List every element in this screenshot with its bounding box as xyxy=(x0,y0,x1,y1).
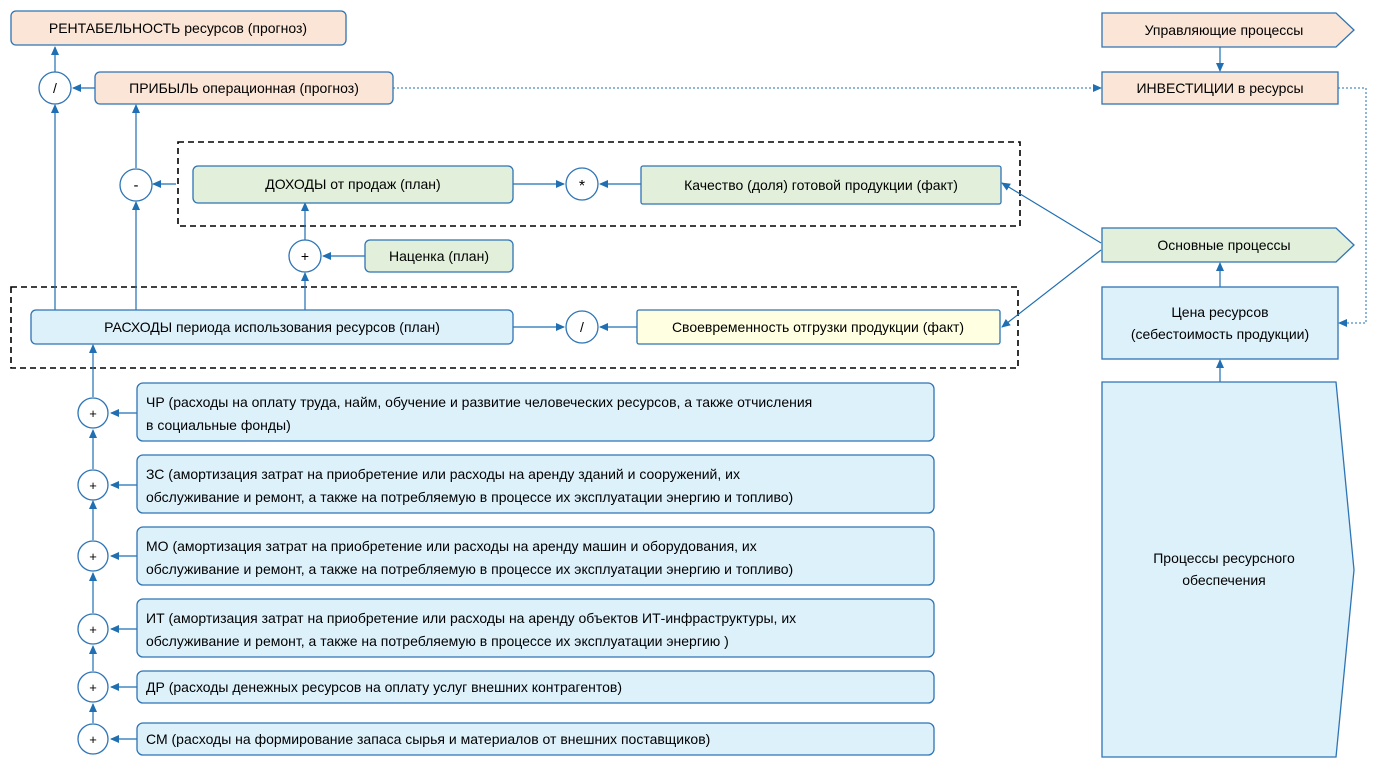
support-processes-node: Процессы ресурсного обеспечения xyxy=(1101,381,1355,758)
expense-item-equipment: МО (амортизация затрат на приобретение и… xyxy=(136,526,935,586)
svg-text:Качество (доля) готовой продук: Качество (доля) готовой продукции (факт) xyxy=(684,177,958,193)
expenses-group-frame xyxy=(10,286,1019,369)
divide-operator-expenses: / xyxy=(565,310,599,344)
svg-text:Своевременность отгрузки проду: Своевременность отгрузки продукции (факт… xyxy=(672,319,964,335)
expenses-node: РАСХОДЫ периода использования ресурсов (… xyxy=(30,309,514,345)
svg-text:МО (амортизация затрат на прио: МО (амортизация затрат на приобретение и… xyxy=(146,538,757,554)
multiply-operator: * xyxy=(565,167,599,201)
svg-text:СМ (расходы на формирование за: СМ (расходы на формирование запаса сырья… xyxy=(146,731,710,747)
svg-text:+: + xyxy=(89,732,97,747)
svg-text:в социальные фонды): в социальные фонды) xyxy=(146,417,291,433)
svg-text:РЕНТАБЕЛЬНОСТЬ ресурсов (прогн: РЕНТАБЕЛЬНОСТЬ ресурсов (прогноз) xyxy=(49,20,307,36)
expense-item-hr: ЧР (расходы на оплату труда, найм, обуче… xyxy=(136,382,935,442)
svg-text:+: + xyxy=(301,248,309,264)
divide-operator-top: / xyxy=(38,71,72,105)
svg-text:+: + xyxy=(89,549,97,564)
svg-text:+: + xyxy=(89,622,97,637)
plus-operator-markup: + xyxy=(288,239,322,273)
svg-text:Процессы ресурсного: Процессы ресурсного xyxy=(1153,550,1295,566)
svg-text:Наценка (план): Наценка (план) xyxy=(389,248,489,264)
profit-node: ПРИБЫЛЬ операционная (прогноз) xyxy=(94,71,394,105)
svg-text:Цена ресурсов: Цена ресурсов xyxy=(1171,304,1268,320)
svg-text:-: - xyxy=(134,177,139,194)
expense-item-buildings: ЗС (амортизация затрат на приобретение и… xyxy=(136,454,935,514)
svg-text:обслуживание и ремонт, а также: обслуживание и ремонт, а также на потреб… xyxy=(146,561,793,577)
svg-text:ЗС (амортизация затрат на прио: ЗС (амортизация затрат на приобретение и… xyxy=(146,466,740,482)
svg-text:/: / xyxy=(53,80,57,96)
svg-text:*: * xyxy=(579,178,585,195)
quality-node: Качество (доля) готовой продукции (факт) xyxy=(640,165,1002,205)
markup-node: Наценка (план) xyxy=(364,239,514,273)
core-processes-node: Основные процессы xyxy=(1101,227,1355,263)
timeliness-node: Своевременность отгрузки продукции (факт… xyxy=(636,309,1001,345)
svg-text:обеспечения: обеспечения xyxy=(1182,572,1266,588)
svg-text:ИТ (амортизация затрат на прио: ИТ (амортизация затрат на приобретение и… xyxy=(146,610,796,626)
svg-text:ИНВЕСТИЦИИ в ресурсы: ИНВЕСТИЦИИ в ресурсы xyxy=(1136,80,1303,96)
expense-plus-operators: + + + + + + xyxy=(77,397,109,755)
revenue-node: ДОХОДЫ от продаж (план) xyxy=(192,165,514,204)
resource-price-node: Цена ресурсов (себестоимость продукции) xyxy=(1101,286,1339,360)
connectors xyxy=(51,46,1367,743)
minus-operator: - xyxy=(119,168,153,202)
management-processes-node: Управляющие процессы xyxy=(1101,12,1355,48)
svg-text:Управляющие процессы: Управляющие процессы xyxy=(1145,22,1304,38)
svg-text:+: + xyxy=(89,680,97,695)
svg-text:ДОХОДЫ от продаж (план): ДОХОДЫ от продаж (план) xyxy=(265,176,440,192)
svg-text:Основные процессы: Основные процессы xyxy=(1157,237,1290,253)
investments-node: ИНВЕСТИЦИИ в ресурсы xyxy=(1101,71,1339,105)
svg-text:/: / xyxy=(580,319,584,335)
profitability-node: РЕНТАБЕЛЬНОСТЬ ресурсов (прогноз) xyxy=(10,10,347,46)
revenue-group-frame xyxy=(177,141,1021,227)
svg-text:(себестоимость продукции): (себестоимость продукции) xyxy=(1131,326,1309,342)
svg-text:+: + xyxy=(89,406,97,421)
svg-text:обслуживание и ремонт, а также: обслуживание и ремонт, а также на потреб… xyxy=(146,489,793,505)
expense-item-monetary: ДР (расходы денежных ресурсов на оплату … xyxy=(136,670,935,704)
svg-text:РАСХОДЫ периода использования: РАСХОДЫ периода использования ресурсов (… xyxy=(104,319,440,335)
svg-text:ПРИБЫЛЬ операционная (прогноз): ПРИБЫЛЬ операционная (прогноз) xyxy=(129,80,359,96)
svg-text:обслуживание и ремонт, а также: обслуживание и ремонт, а также на потреб… xyxy=(146,633,729,649)
svg-text:+: + xyxy=(89,478,97,493)
expense-item-it: ИТ (амортизация затрат на приобретение и… xyxy=(136,598,935,658)
svg-text:ЧР (расходы на оплату труда, н: ЧР (расходы на оплату труда, найм, обуче… xyxy=(146,394,812,410)
svg-text:ДР (расходы денежных ресурсов: ДР (расходы денежных ресурсов на оплату … xyxy=(146,679,622,695)
expense-item-materials: СМ (расходы на формирование запаса сырья… xyxy=(136,722,935,756)
